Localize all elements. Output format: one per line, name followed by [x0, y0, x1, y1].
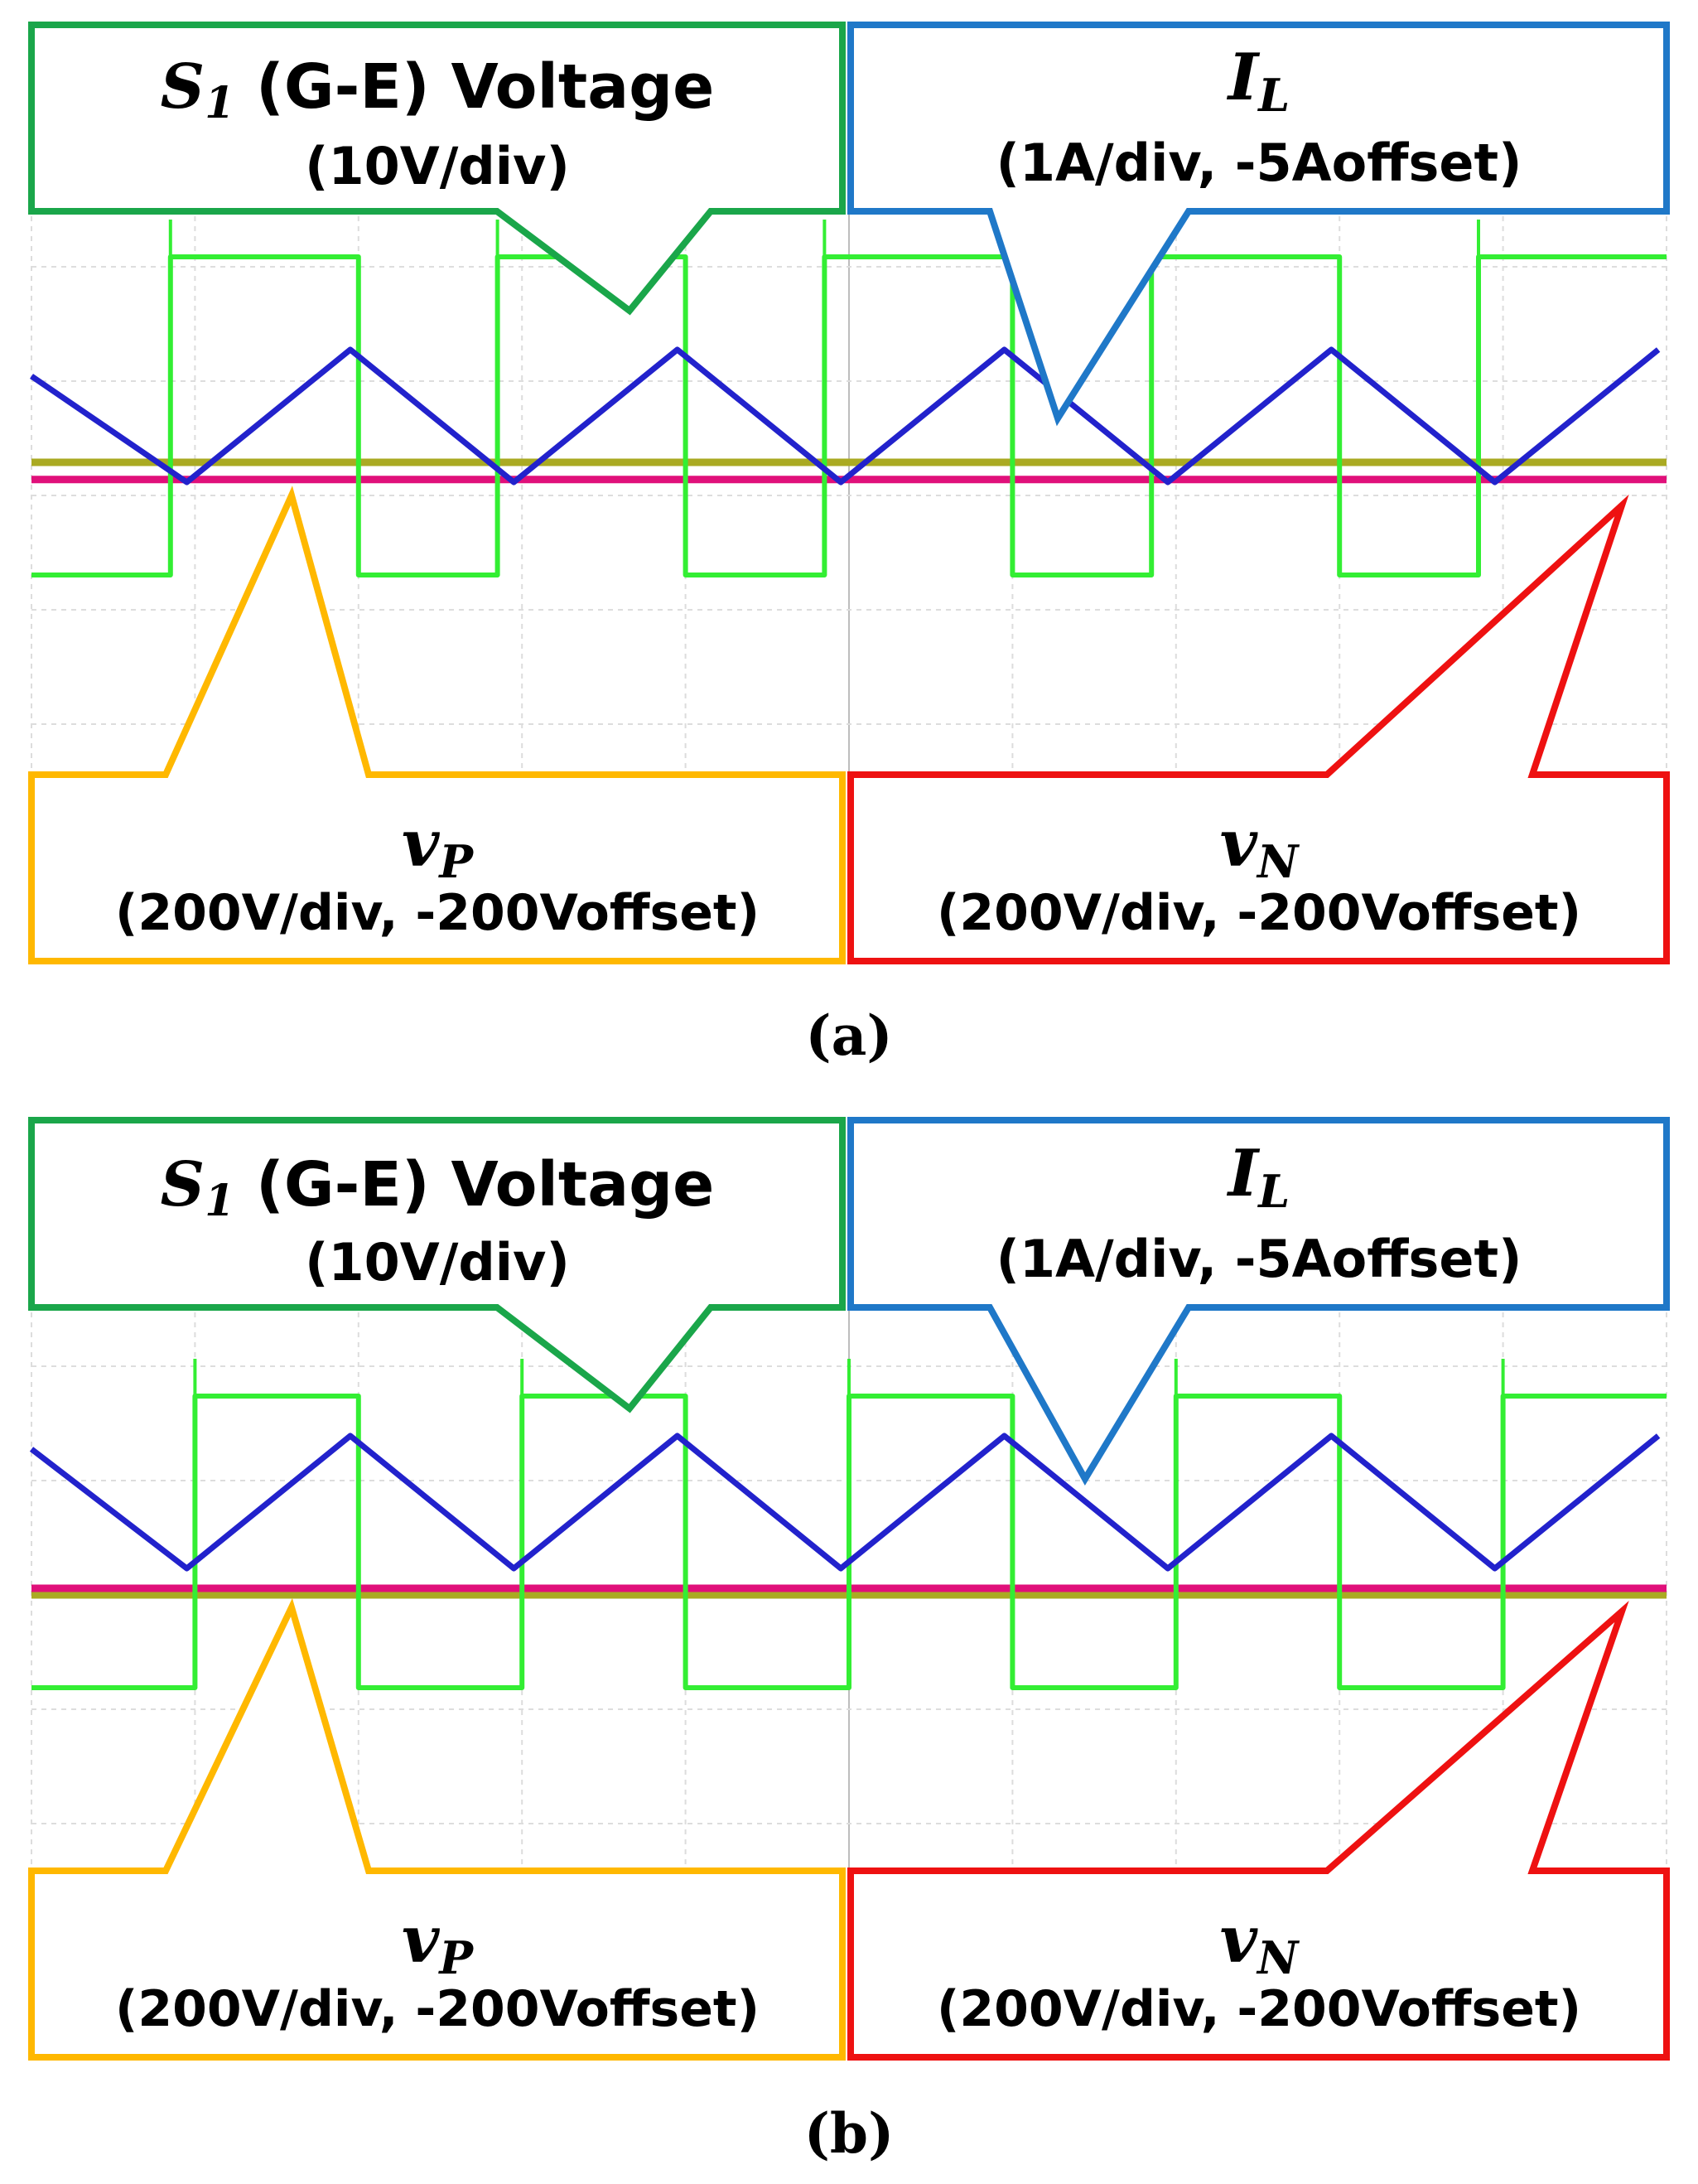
trace-il [29, 1433, 1661, 1572]
vp-subscript: P [437, 835, 474, 888]
gate-scale: (10V/div) [305, 1232, 570, 1293]
vp-scale: (200V/div, -200Voffset) [115, 1980, 760, 2038]
vn-scale: (200V/div, -200Voffset) [937, 1980, 1581, 2038]
gate-title: (G-E) Voltage [234, 51, 714, 123]
gate-callout-frame [28, 22, 846, 316]
gate-symbol: S [161, 51, 205, 123]
gate-scale: (10V/div) [305, 136, 570, 196]
il-symbol: I [1227, 40, 1261, 115]
trace-s1-g-e-voltage [31, 254, 1667, 577]
vn-subscript: N [1256, 1931, 1300, 1984]
vn-callout-title: vN [1220, 806, 1300, 888]
vn-callout-frame [847, 1601, 1670, 2061]
vn-callout-frame [847, 494, 1670, 964]
vn-subscript: N [1256, 835, 1300, 888]
il-subscript: L [1257, 69, 1290, 122]
il-callout-frame [847, 22, 1670, 427]
vp-subscript: P [437, 1931, 474, 1984]
gate-title: (G-E) Voltage [234, 1149, 714, 1220]
gate-subscript: 1 [205, 78, 234, 128]
il-scale: (1A/div, -5Aoffset) [996, 133, 1522, 193]
trace-il [30, 346, 1661, 486]
il-scale: (1A/div, -5Aoffset) [996, 1229, 1522, 1289]
gate-callout-frame [28, 1117, 846, 1413]
gate-callout-title: S1 (G-E) Voltage [161, 1149, 715, 1226]
vp-callout-frame [28, 486, 846, 964]
vn-symbol: v [1220, 1902, 1259, 1978]
caption-b: (b) [804, 2101, 895, 2166]
vn-callout-title: vN [1220, 1902, 1300, 1984]
vn-scale: (200V/div, -200Voffset) [937, 884, 1581, 942]
il-callout-title: IL [1227, 1136, 1290, 1218]
vp-callout-title: vP [402, 1902, 474, 1984]
panel-a: S1 (G-E) Voltage (10V/div) IL (1A/div, -… [28, 22, 1670, 1068]
vp-callout-title: vP [402, 806, 474, 888]
il-subscript: L [1257, 1165, 1290, 1218]
vn-symbol: v [1220, 806, 1259, 882]
il-symbol: I [1227, 1136, 1261, 1211]
gate-callout-title: S1 (G-E) Voltage [161, 51, 715, 128]
gate-subscript: 1 [205, 1176, 234, 1226]
gate-symbol: S [161, 1149, 205, 1220]
caption-a: (a) [805, 1003, 892, 1068]
vp-symbol: v [402, 1902, 441, 1978]
vp-symbol: v [402, 806, 441, 882]
vp-scale: (200V/div, -200Voffset) [115, 884, 760, 942]
panel-b: S1 (G-E) Voltage (10V/div) IL (1A/div, -… [28, 1117, 1670, 2166]
scope-plot-b [29, 1293, 1667, 1885]
il-callout-title: IL [1227, 40, 1290, 122]
vp-callout-frame [28, 1597, 846, 2061]
il-callout-frame [847, 1117, 1670, 1486]
